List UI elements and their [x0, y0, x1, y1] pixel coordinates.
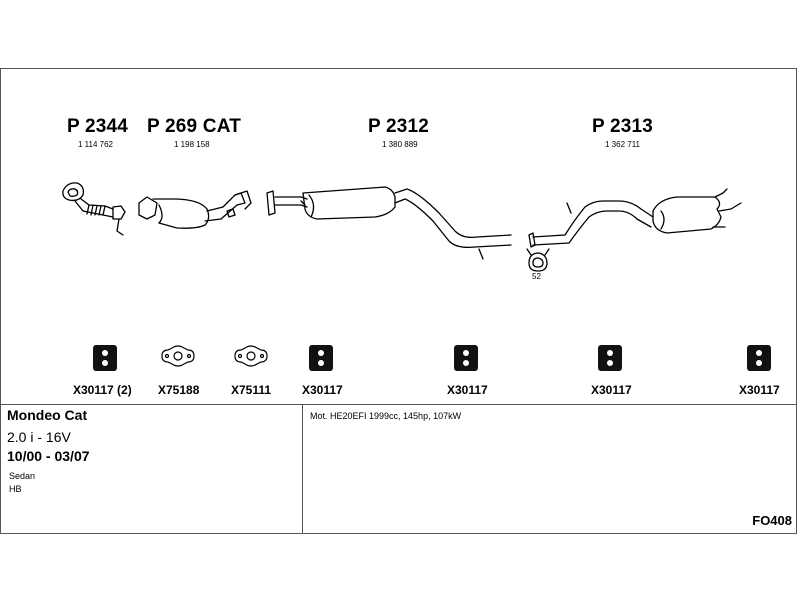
info-vertical-divider [302, 404, 303, 533]
part-code-front-pipe: P 2344 [67, 116, 129, 137]
motor-info: Mot. HE20EFI 1999cc, 145hp, 107kW [310, 411, 462, 421]
accessory-code-4: X30117 [302, 383, 343, 397]
middle-silencer-part [266, 186, 512, 260]
front-pipe-part [62, 182, 126, 236]
accessory-code-3: X75111 [231, 383, 272, 397]
rubber-hanger-icon-1 [93, 345, 117, 371]
catalyst-part [138, 190, 252, 229]
exhaust-system-drawing: 52 [62, 182, 771, 371]
body-type-sedan: Sedan [9, 471, 36, 481]
rubber-hanger-icon-3 [454, 345, 478, 371]
part-code-rear-silencer: P 2313 [592, 116, 654, 137]
exhaust-diagram-sheet: P 2344 1 114 762 P 269 CAT 1 198 158 P 2… [0, 68, 797, 534]
flange-gasket-icon-1 [161, 345, 195, 367]
part-number-middle-silencer: 1 380 889 [382, 140, 418, 149]
accessory-code-1: X30117 (2) [73, 383, 132, 397]
part-number-rear-silencer: 1 362 711 [605, 140, 640, 149]
clamp-label: 52 [532, 272, 541, 281]
part-number-front-pipe: 1 114 762 [78, 140, 113, 149]
rear-silencer-part [528, 188, 742, 248]
vehicle-engine: 2.0 i - 16V [7, 429, 71, 445]
accessory-code-7: X30117 [739, 383, 780, 397]
rubber-hanger-icon-4 [598, 345, 622, 371]
part-code-middle-silencer: P 2312 [368, 116, 430, 137]
vehicle-model: Mondeo Cat [7, 407, 88, 423]
info-divider [1, 404, 796, 405]
part-number-catalyst: 1 198 158 [174, 140, 210, 149]
body-type-hb: HB [9, 484, 22, 494]
accessory-code-2: X75188 [158, 383, 200, 397]
accessory-code-6: X30117 [591, 383, 632, 397]
diagram-reference: FO408 [752, 513, 792, 528]
part-code-catalyst: P 269 CAT [147, 116, 242, 137]
rubber-hanger-icon-5 [747, 345, 771, 371]
flange-gasket-icon-2 [234, 345, 268, 367]
vehicle-years: 10/00 - 03/07 [7, 448, 90, 464]
clamp-part [526, 248, 550, 272]
accessory-code-5: X30117 [447, 383, 488, 397]
rubber-hanger-icon-2 [309, 345, 333, 371]
